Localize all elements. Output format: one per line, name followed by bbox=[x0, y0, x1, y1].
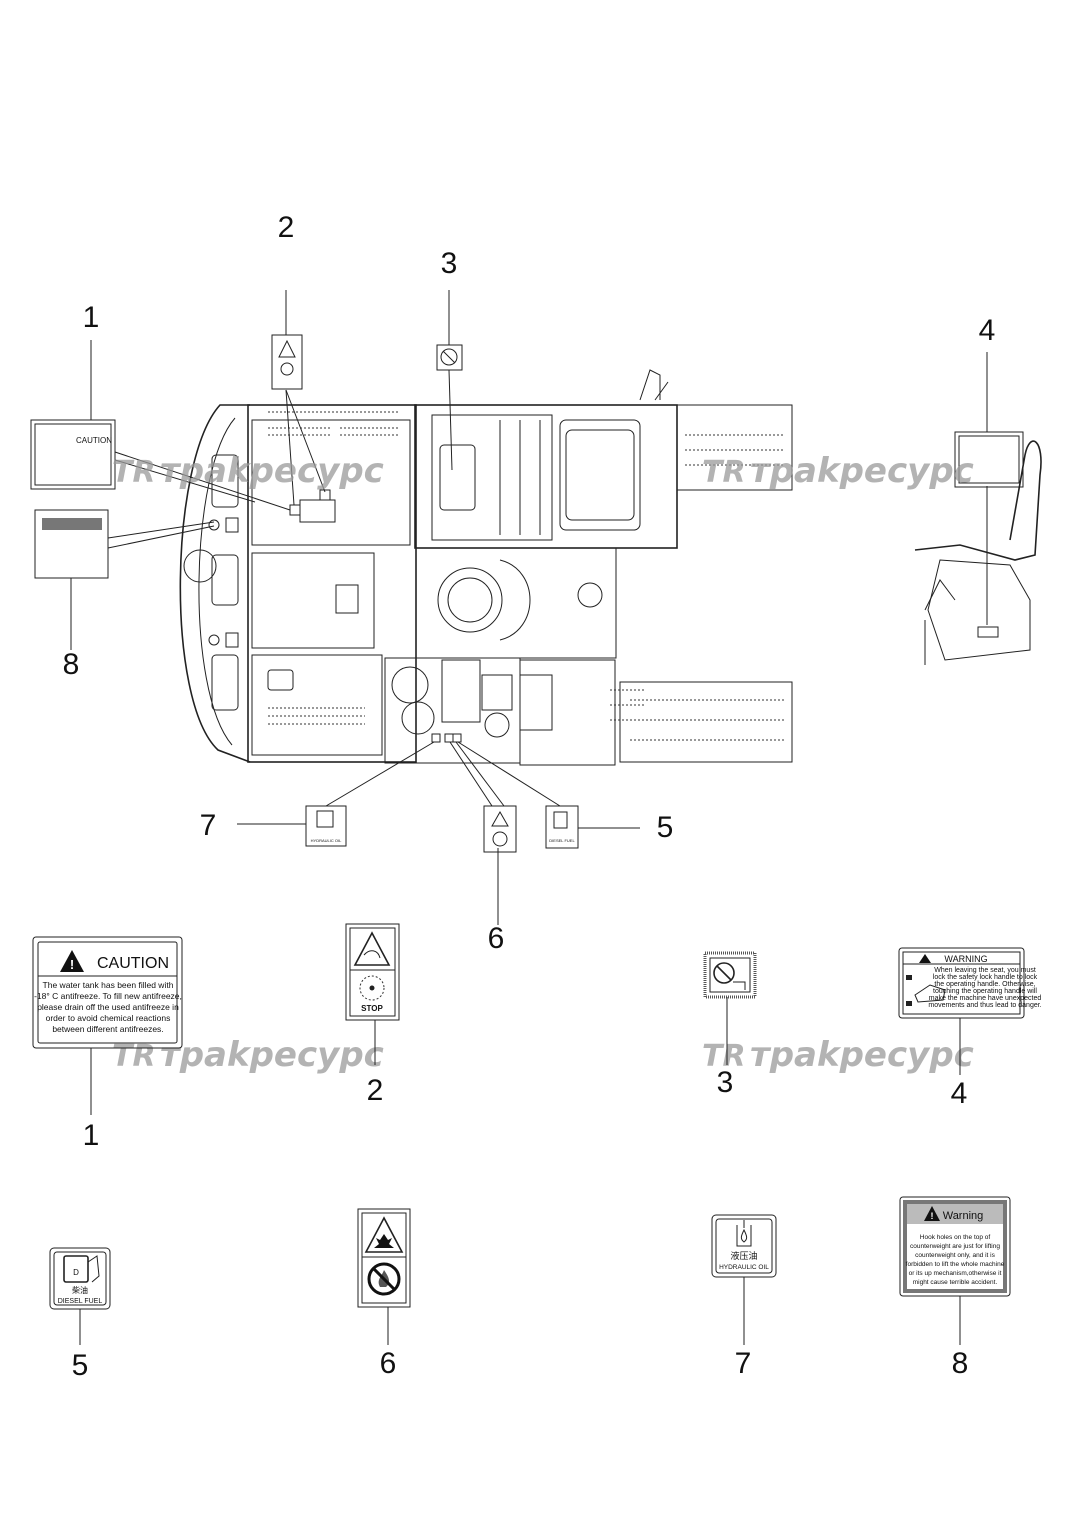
svg-text:!: ! bbox=[70, 957, 74, 972]
watermark-2: TR трakресурс bbox=[702, 451, 974, 491]
callout-8-top: 8 bbox=[63, 648, 80, 681]
watermark-logo: TR bbox=[702, 1039, 746, 1074]
callout-6-top: 6 bbox=[488, 922, 505, 955]
warning-seat-heading: WARNING bbox=[944, 954, 987, 964]
watermark-logo: TR bbox=[112, 1039, 156, 1074]
callout-7-bottom: 7 bbox=[735, 1347, 752, 1380]
callout-2-bottom: 2 bbox=[367, 1074, 384, 1107]
upper-leader-lines bbox=[70, 290, 988, 925]
warning-seat-line-4: touching the operating handle will bbox=[933, 988, 1037, 995]
caution-line-1: The water tank has been filled with bbox=[43, 980, 174, 990]
watermark-text: трakресурс bbox=[160, 451, 384, 491]
machine-top-view bbox=[179, 369, 793, 766]
small-caution-decal: CAUTION bbox=[30, 419, 116, 490]
warning-hook-line-1: Hook holes on the top of bbox=[920, 1234, 991, 1241]
decal-hydraulic-oil: 液压油 HYDRAULIC OIL bbox=[711, 1214, 777, 1278]
hydraulic-cn: 液压油 bbox=[730, 1250, 757, 1261]
callout-4-bottom: 4 bbox=[951, 1077, 968, 1110]
callout-8-bottom: 8 bbox=[952, 1347, 969, 1380]
caution-line-4: order to avoid chemical reactions bbox=[46, 1013, 171, 1023]
explosion-hazard-icon bbox=[364, 1216, 404, 1253]
watermark-text: трakресурс bbox=[160, 1035, 384, 1075]
caution-heading: CAUTION bbox=[97, 955, 169, 972]
decal-warning-seat: WARNING When leaving the seat, you must … bbox=[898, 947, 1042, 1019]
svg-text:!: ! bbox=[931, 1211, 934, 1221]
small-explosion-decal bbox=[483, 805, 517, 853]
callout-5-bottom: 5 bbox=[72, 1349, 89, 1382]
small-diesel-text: DIESEL FUEL bbox=[549, 838, 575, 843]
watermark-logo: TR bbox=[702, 455, 746, 490]
callout-1-bottom: 1 bbox=[83, 1119, 100, 1152]
decal-diesel: D 柴油 DIESEL FUEL bbox=[49, 1247, 111, 1310]
operator-seat-view bbox=[914, 440, 1042, 665]
watermark-text: трakресурс bbox=[750, 451, 974, 491]
small-warning-hook-decal bbox=[34, 509, 109, 579]
fan-hazard-icon bbox=[353, 931, 391, 966]
upper-track bbox=[676, 404, 793, 491]
svg-text:D: D bbox=[73, 1268, 79, 1277]
warning-seat-line-6: movements and thus lead to danger. bbox=[928, 1002, 1041, 1009]
watermark-4: TR трakресурс bbox=[702, 1035, 974, 1075]
lower-track bbox=[619, 681, 793, 763]
decal-no-touch bbox=[703, 951, 757, 999]
watermark-logo: TR bbox=[112, 455, 156, 490]
callout-4-top: 4 bbox=[979, 314, 996, 347]
small-no-touch-decal bbox=[436, 344, 463, 371]
callout-7-top: 7 bbox=[200, 809, 217, 842]
warning-hook-line-3: counterweight only, and it is bbox=[915, 1252, 995, 1259]
decal-fan-stop: STOP bbox=[345, 923, 400, 1021]
watermark-1: TR трakресурс bbox=[112, 451, 384, 491]
diesel-cn: 柴油 bbox=[72, 1285, 88, 1295]
small-diesel-decal: DIESEL FUEL bbox=[545, 805, 579, 849]
lock-icon bbox=[906, 975, 912, 1006]
warning-seat-line-2: lock the safety lock handle to lock bbox=[933, 974, 1038, 981]
warning-seat-line-1: When leaving the seat, you must bbox=[934, 967, 1036, 974]
callout-3-top: 3 bbox=[441, 247, 458, 280]
warning-triangle-icon: ! bbox=[924, 1206, 940, 1221]
watermark-text: трakресурс bbox=[750, 1035, 974, 1075]
small-hydraulic-text: HYDRAULIC OIL bbox=[311, 838, 342, 843]
warning-hook-line-5: or its up mechanism,otherwise it bbox=[909, 1270, 1002, 1277]
oil-drop-icon bbox=[736, 1220, 752, 1247]
callout-2-top: 2 bbox=[278, 211, 295, 244]
decal-explosion-no-fire bbox=[357, 1208, 411, 1308]
warning-hook-line-4: forbidden to lift the whole machine bbox=[906, 1261, 1005, 1268]
caution-line-5: between different antifreezes. bbox=[52, 1024, 163, 1034]
warning-hook-heading: Warning bbox=[943, 1210, 984, 1222]
warning-triangle-icon: ! bbox=[60, 950, 84, 972]
hydraulic-en: HYDRAULIC OIL bbox=[719, 1264, 769, 1271]
caution-line-3: please drain off the used antifreeze in bbox=[37, 1002, 179, 1012]
callout-3-bottom: 3 bbox=[717, 1066, 734, 1099]
diesel-en: DIESEL FUEL bbox=[58, 1298, 103, 1305]
warning-hook-line-6: might cause terrible accident. bbox=[913, 1279, 998, 1286]
callout-1-top: 1 bbox=[83, 301, 100, 334]
warning-seat-line-3: the operating handle. Otherwise, bbox=[934, 981, 1035, 988]
warning-seat-line-5: make the machine have unexpected bbox=[929, 995, 1042, 1002]
small-stop-decal bbox=[271, 334, 303, 390]
fuel-pump-icon: D bbox=[63, 1255, 100, 1283]
small-hydraulic-decal: HYDRAULIC OIL bbox=[305, 805, 347, 847]
rotating-fan-icon bbox=[359, 975, 385, 1001]
no-open-flame-icon bbox=[367, 1262, 401, 1296]
warning-hook-line-2: counterweight are just for lifting bbox=[910, 1243, 1000, 1250]
operating-handle-icon bbox=[914, 984, 946, 1003]
decal-caution: ! CAUTION The water tank has been filled… bbox=[32, 936, 183, 1049]
small-caution-heading: CAUTION bbox=[76, 436, 112, 445]
stop-label: STOP bbox=[361, 1004, 383, 1013]
decal-warning-hook: ! Warning Hook holes on the top of count… bbox=[899, 1196, 1011, 1297]
caution-line-2: -18° C antifreeze. To fill new antifreez… bbox=[34, 991, 182, 1001]
callout-6-bottom: 6 bbox=[380, 1347, 397, 1380]
callout-5-top: 5 bbox=[657, 811, 674, 844]
no-touch-icon bbox=[713, 962, 746, 990]
small-warning-seat-decal bbox=[954, 431, 1024, 488]
watermark-3: TR трakресурс bbox=[112, 1035, 384, 1075]
warning-triangle-icon bbox=[919, 954, 931, 963]
